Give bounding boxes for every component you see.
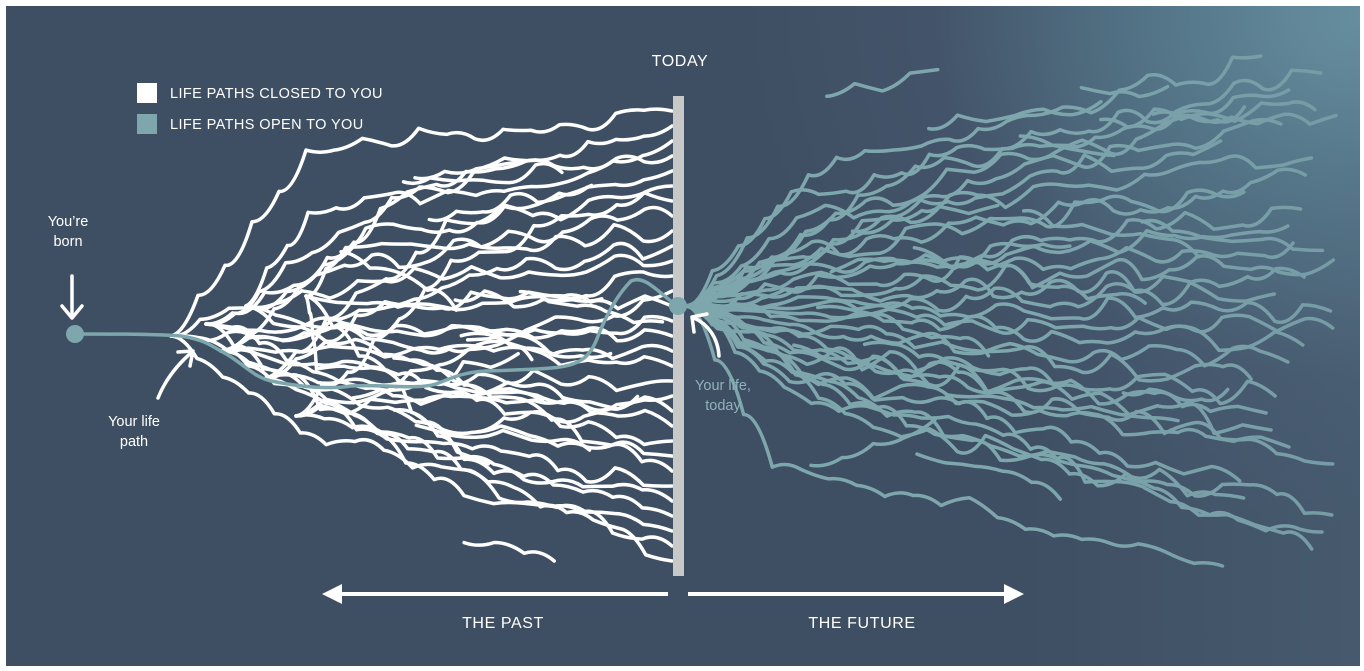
- open-path: [684, 304, 1273, 436]
- closed-path-branch: [414, 423, 592, 452]
- open-path-branch: [927, 99, 1103, 131]
- open-life-paths: [684, 54, 1338, 568]
- future-label: THE FUTURE: [808, 615, 915, 632]
- your-life-path-line: [74, 277, 680, 390]
- birth-dot: [66, 325, 84, 343]
- closed-path: [219, 241, 674, 353]
- legend-swatch-closed: [137, 83, 157, 103]
- open-path-branch: [792, 343, 932, 389]
- diagram-panel: LIFE PATHS CLOSED TO YOU LIFE PATHS OPEN…: [6, 6, 1360, 666]
- closed-path-branch: [413, 156, 537, 181]
- open-path-branch: [912, 245, 1147, 305]
- closed-path: [304, 294, 674, 518]
- open-path-branch: [1099, 100, 1317, 129]
- open-path-branch: [1140, 218, 1325, 253]
- open-path: [684, 302, 1305, 353]
- legend-label-open: LIFE PATHS OPEN TO YOU: [170, 117, 364, 133]
- open-path: [684, 296, 1333, 324]
- today-dot: [669, 297, 687, 315]
- closed-path: [304, 293, 674, 312]
- open-path: [684, 188, 1246, 308]
- open-path-branch: [1121, 387, 1230, 403]
- open-path: [684, 304, 1314, 551]
- closed-path-branch: [475, 394, 640, 434]
- open-path-branch: [809, 417, 938, 468]
- open-path: [684, 241, 1295, 309]
- life-paths-diagram: LIFE PATHS CLOSED TO YOU LIFE PATHS OPEN…: [48, 53, 1338, 632]
- legend-swatch-open: [137, 114, 157, 134]
- closed-path-branch: [339, 250, 459, 312]
- open-path: [684, 54, 1263, 308]
- open-path: [684, 266, 1306, 312]
- open-path-branch: [829, 241, 1072, 274]
- closed-path: [204, 222, 674, 327]
- open-path: [684, 105, 1247, 309]
- closed-life-paths: [169, 107, 674, 563]
- open-path: [684, 304, 1225, 568]
- born-arrow: [60, 274, 84, 320]
- closed-path: [294, 413, 674, 503]
- closed-path: [244, 304, 674, 473]
- open-path-branch: [815, 304, 991, 358]
- open-path-branch: [825, 67, 940, 99]
- open-path: [684, 304, 1242, 483]
- open-path: [684, 304, 1335, 466]
- closed-path: [204, 124, 674, 326]
- closed-path: [244, 253, 674, 310]
- closed-path: [244, 304, 674, 368]
- closed-path: [169, 107, 674, 338]
- closed-path: [204, 322, 674, 447]
- today-bar: [673, 96, 684, 576]
- closed-path: [204, 322, 674, 548]
- open-path-branch: [1018, 134, 1116, 158]
- open-path-branch: [862, 340, 1057, 393]
- open-path: [684, 139, 1223, 308]
- open-path-branch: [915, 452, 1063, 501]
- open-path: [684, 167, 1308, 309]
- legend-label-closed: LIFE PATHS CLOSED TO YOU: [170, 86, 383, 102]
- future-arrow: [688, 584, 1024, 604]
- closed-path-branch: [459, 331, 613, 360]
- closed-path-branch: [453, 289, 604, 309]
- closed-path: [264, 376, 674, 488]
- life-path-arrow: [156, 349, 195, 400]
- today-note-line2: today: [705, 398, 741, 414]
- open-path: [684, 88, 1291, 308]
- closed-path: [244, 154, 674, 308]
- life-path-note-line1: Your life: [108, 414, 160, 430]
- born-note-line2: born: [53, 234, 82, 250]
- life-path-note-line2: path: [120, 434, 148, 450]
- open-path: [684, 304, 1291, 449]
- closed-path-branch: [392, 407, 491, 466]
- open-path-branch: [1151, 110, 1338, 126]
- today-arrow: [690, 312, 721, 358]
- open-path-branch: [944, 393, 1180, 423]
- closed-path: [204, 316, 674, 343]
- closed-path-branch: [462, 540, 556, 563]
- born-note-line1: You’re: [48, 214, 89, 230]
- closed-path-branch: [427, 183, 594, 223]
- today-note-line1: Your life,: [695, 378, 751, 394]
- closed-path-branch: [392, 356, 545, 404]
- closed-path: [169, 334, 674, 428]
- open-path: [684, 303, 1253, 383]
- open-path: [684, 117, 1283, 308]
- open-path: [684, 304, 1334, 517]
- past-label: THE PAST: [462, 615, 544, 632]
- open-path-branch: [1021, 208, 1201, 259]
- today-heading: TODAY: [652, 53, 709, 70]
- open-path: [684, 154, 1314, 309]
- closed-path: [294, 184, 674, 418]
- past-arrow: [322, 584, 668, 604]
- open-path-branch: [1079, 84, 1170, 99]
- closed-path: [264, 270, 674, 380]
- open-path: [684, 280, 1276, 313]
- open-path-branch: [850, 203, 1000, 234]
- closed-path-branch: [465, 335, 534, 362]
